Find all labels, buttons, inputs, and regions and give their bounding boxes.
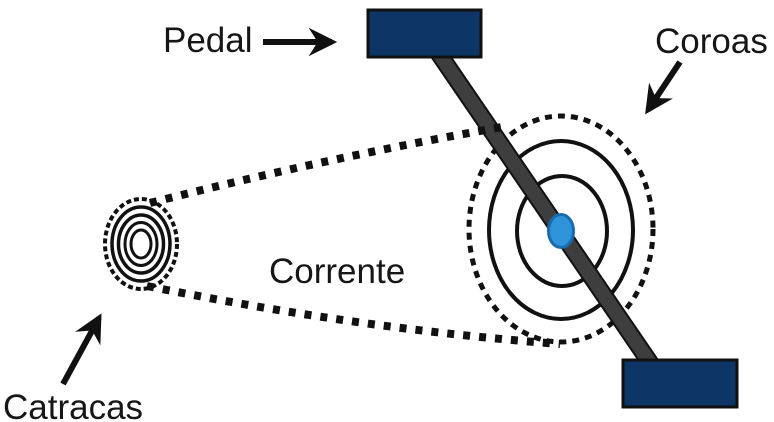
coroas-label: Coroas [655, 22, 768, 61]
sprocket-ring-5 [129, 228, 153, 260]
catracas-label: Catracas [3, 388, 143, 422]
pedal-label: Pedal [163, 21, 253, 60]
chain-lower-run [146, 282, 561, 348]
crank-hub [547, 213, 575, 249]
sprocket-cassette [103, 197, 179, 291]
pedal-bottom-block [621, 358, 739, 409]
chain-upper-run [149, 122, 509, 207]
corrente-label: Corrente [269, 252, 405, 291]
pedal-top-block [366, 8, 483, 59]
crank-arm [427, 42, 663, 376]
chain [146, 122, 561, 348]
callout-arrows [60, 27, 683, 386]
coroas-arrow [645, 60, 683, 115]
crank-arm-bar [429, 44, 661, 374]
catracas-arrow [60, 313, 102, 386]
